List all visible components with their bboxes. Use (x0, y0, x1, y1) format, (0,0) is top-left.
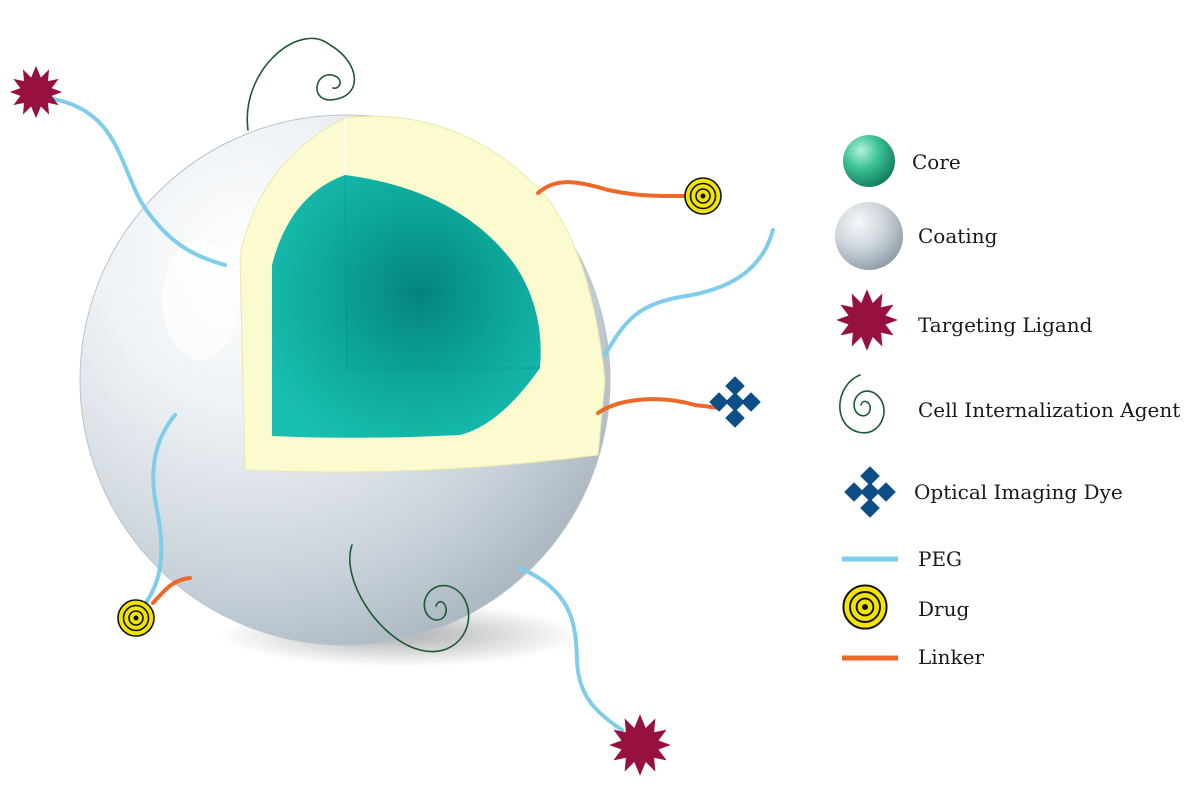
legend-label-coating: Coating (918, 224, 998, 248)
legend-label-drug: Drug (918, 597, 970, 621)
legend-label-peg: PEG (918, 547, 963, 571)
coating-sphere-icon (835, 202, 903, 270)
spiral-icon (839, 374, 885, 434)
sphere-highlight (162, 240, 238, 360)
legend-label-optical-imaging-dye: Optical Imaging Dye (914, 480, 1123, 504)
cell-internalization-agents (246, 37, 470, 653)
linkers (151, 180, 722, 605)
diamond-cluster-icon (844, 466, 896, 518)
spiral-2 (349, 544, 470, 653)
drug-1 (684, 177, 722, 215)
core-cutaway (272, 175, 541, 438)
peg-chains (46, 96, 775, 732)
optical-imaging-dye-1 (709, 376, 761, 428)
legend-label-core: Core (912, 150, 961, 174)
drug-2 (117, 599, 155, 637)
legend-label-targeting-ligand: Targeting Ligand (918, 313, 1093, 337)
star-icon (836, 289, 898, 351)
concentric-circles-icon (842, 584, 888, 630)
targeting-ligand-1 (9, 65, 63, 119)
legend-label-linker: Linker (918, 645, 985, 669)
legend (835, 135, 903, 661)
spiral-1 (246, 37, 356, 131)
core-sphere-icon (843, 135, 895, 187)
legend-label-cell-internalization-agent: Cell Internalization Agent (918, 398, 1181, 422)
targeting-ligand-2 (609, 714, 671, 776)
